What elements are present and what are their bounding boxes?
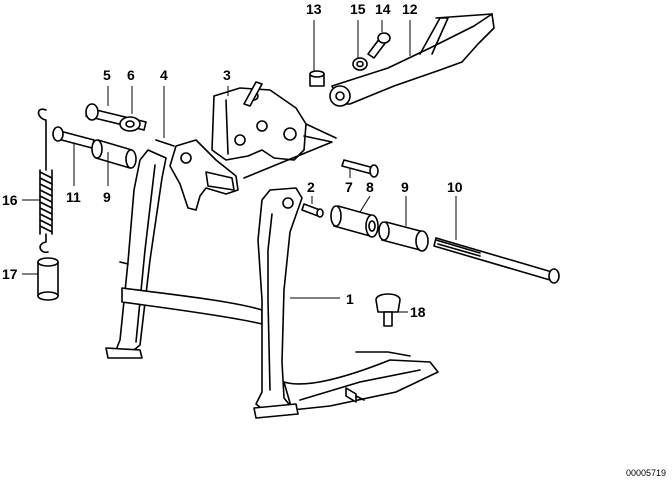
sleeve-part-17: [37, 257, 59, 301]
washer-part-15: [352, 57, 368, 71]
callout-7: 7: [345, 179, 353, 195]
stand-bracket: [211, 81, 337, 179]
callout-18: 18: [410, 304, 426, 320]
callout-12: 12: [402, 1, 418, 17]
bushing-part-8: [330, 205, 379, 238]
callout-17: 17: [2, 266, 18, 282]
callout-8: 8: [366, 179, 374, 195]
callout-11: 11: [66, 189, 81, 205]
callout-labels: 1 2 3 4 5 6 7 8 9 9 10 11 12 13 14 15 16…: [2, 1, 463, 320]
callout-13: 13: [306, 1, 322, 17]
spring-part-16: [37, 108, 53, 254]
callout-6: 6: [127, 67, 135, 83]
spring-lever: [155, 139, 239, 211]
center-stand: [105, 149, 439, 419]
leader-lines: [22, 20, 457, 313]
callout-2: 2: [307, 179, 315, 195]
rubber-stop-part-18: [375, 293, 401, 327]
sleeve-part-13: [309, 70, 325, 87]
callout-9-right: 9: [401, 179, 409, 195]
bolt-part-7: [341, 159, 379, 178]
bushing-part-9-right: [378, 221, 429, 252]
callout-1: 1: [346, 291, 354, 307]
callout-3: 3: [223, 67, 231, 83]
washer-part-6: [119, 116, 141, 132]
long-bolt-part-10: [433, 237, 560, 284]
bushing-part-9-left: [91, 139, 137, 169]
reference-number: 00005719: [626, 468, 666, 478]
callout-10: 10: [447, 179, 463, 195]
grease-nipple-part-2: [301, 203, 324, 218]
screw-part-14: [367, 32, 391, 59]
lever-part-12: [329, 13, 495, 107]
callout-14: 14: [375, 1, 391, 17]
callout-9-left: 9: [103, 189, 111, 205]
callout-4: 4: [160, 67, 168, 83]
callout-16: 16: [2, 192, 18, 208]
callout-5: 5: [103, 67, 111, 83]
callout-15: 15: [350, 1, 366, 17]
